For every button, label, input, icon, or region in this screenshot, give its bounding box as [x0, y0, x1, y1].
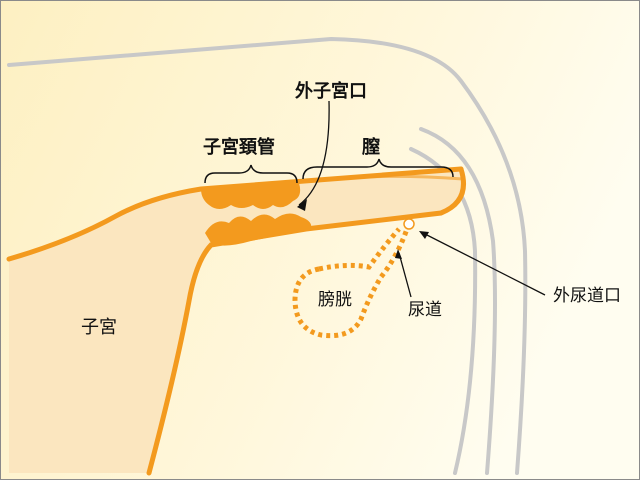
urethral-orifice-leader	[422, 232, 546, 296]
cervical-canal-brace	[204, 164, 298, 184]
vagina-brace	[302, 158, 454, 180]
label-urethra: 尿道	[408, 300, 442, 320]
body-contour-inner	[419, 127, 497, 475]
label-external-os: 外子宮口	[295, 80, 367, 102]
external-urethral-orifice-mark	[403, 218, 415, 230]
body-contour-upper	[7, 36, 528, 475]
external-os-arrowhead	[297, 199, 307, 211]
urethra-arrowhead	[395, 249, 402, 259]
label-bladder: 膀胱	[318, 290, 352, 310]
label-uterus: 子宮	[81, 317, 117, 338]
label-external-urethral-orifice: 外尿道口	[553, 286, 621, 306]
vagina-inner-wall	[299, 174, 465, 183]
uterus-outline-top	[6, 166, 464, 262]
cervix-tissue-lower	[205, 213, 312, 246]
urethral-orifice-arrowhead	[419, 231, 429, 239]
urethra-leader	[398, 252, 412, 298]
vagina-outline-front	[146, 166, 466, 476]
label-vagina: 膣	[362, 136, 380, 158]
label-cervical-canal: 子宮頚管	[203, 136, 275, 158]
cervix-tissue-upper	[201, 183, 301, 209]
uterus-vagina-shape	[9, 169, 463, 473]
bladder-outline	[292, 228, 410, 339]
external-os-leader	[298, 100, 330, 206]
bladder-outline-upper	[318, 227, 401, 272]
